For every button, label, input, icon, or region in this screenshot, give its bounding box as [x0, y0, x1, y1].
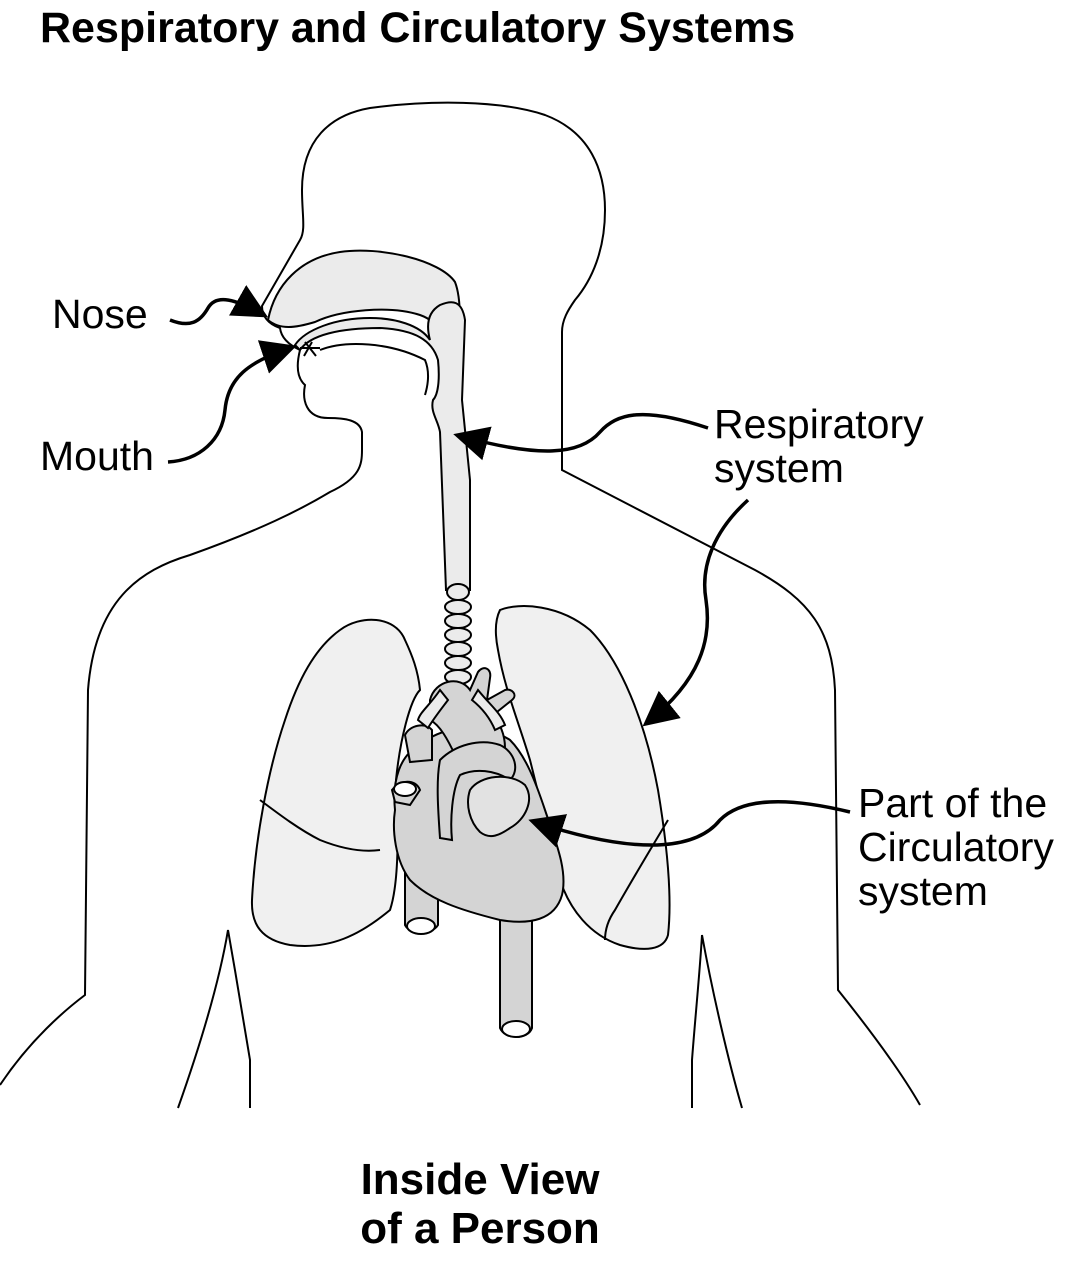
caption-line2: of a Person: [360, 1204, 600, 1253]
circulatory-label-line2: Circulatory: [858, 824, 1054, 870]
tongue-line: [319, 343, 429, 396]
pulmonary-artery: [436, 741, 517, 842]
right-arm-line: [691, 934, 743, 1109]
respiratory-label-line2: system: [714, 445, 844, 491]
caption-line1: Inside View: [360, 1155, 600, 1204]
superior-vena-cava: [403, 724, 433, 764]
right-lung-fissure: [604, 819, 669, 941]
left-lung-fissure: [259, 799, 381, 852]
respiratory-label-line1: Respiratory: [714, 401, 924, 447]
left-bronchus: [416, 688, 450, 730]
right-lung: [494, 605, 671, 950]
nose-label: Nose: [52, 291, 148, 337]
left-lung: [250, 618, 422, 947]
circulatory-label-line1: Part of the: [858, 780, 1048, 826]
aorta-opening: [501, 1020, 531, 1038]
nose-arrow: [169, 285, 269, 326]
right-bronchus: [470, 688, 507, 732]
vena-cava-opening: [406, 917, 436, 935]
circulatory-arrow: [528, 799, 851, 848]
left-arm-line: [177, 929, 251, 1109]
mouth-arrow: [167, 340, 297, 464]
body-outline: [0, 101, 921, 1106]
respiratory-arrow-trachea: [453, 412, 709, 461]
mouth-label: Mouth: [40, 433, 154, 479]
airway: [293, 301, 471, 591]
diagram-title: Respiratory and Circulatory Systems: [40, 4, 796, 52]
respiratory-arrow-lung: [642, 498, 750, 727]
left-atrium: [467, 775, 530, 838]
lip-mark: [300, 341, 320, 357]
circulatory-label-line3: system: [858, 868, 988, 914]
trachea-rings: [444, 583, 472, 685]
pulmonary-vein-opening: [393, 781, 417, 797]
